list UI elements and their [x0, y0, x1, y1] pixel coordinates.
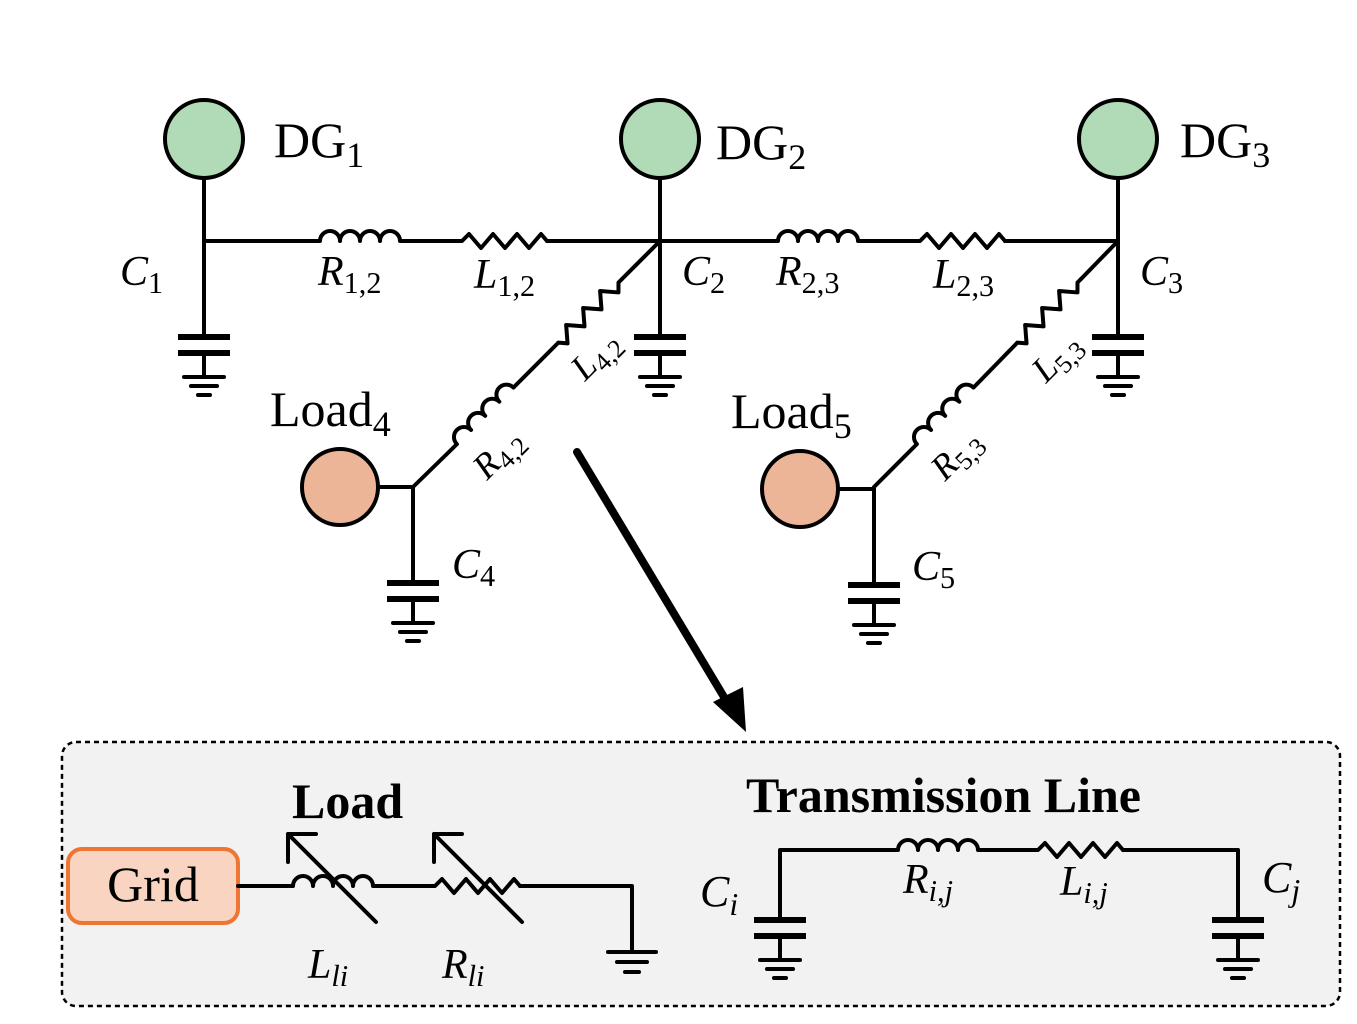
- c4-label: C4: [452, 542, 495, 593]
- capacitor-ground-icon: [178, 239, 230, 395]
- load5-label: Load5: [731, 383, 852, 446]
- load4-label: Load4: [270, 381, 391, 444]
- ci-label: Ci: [700, 867, 738, 922]
- dg3-node: [1077, 98, 1159, 180]
- dg1-node: [163, 98, 245, 180]
- c2-label: C2: [682, 249, 725, 300]
- dg2-node: [619, 98, 701, 180]
- rli-label: Rli: [441, 942, 484, 993]
- grid-label: Grid: [107, 856, 199, 912]
- l23-label: L2,3: [932, 252, 994, 303]
- cj-label: Cj: [1262, 853, 1300, 908]
- resistor-icon: [455, 232, 549, 250]
- inductor-icon: [313, 229, 407, 243]
- c3-label: C3: [1140, 249, 1183, 300]
- branch-5-3: [872, 239, 1120, 489]
- dg2-label: DG2: [716, 114, 806, 177]
- capacitor-ground-icon: [634, 239, 686, 395]
- variable-arrow-icon: [432, 832, 524, 924]
- lij-label: Li,j: [1059, 859, 1108, 910]
- l42-label: L4,2: [562, 322, 632, 392]
- ground-icon: [606, 950, 658, 974]
- resistor-icon: [1012, 274, 1086, 348]
- arrow-head-icon: [713, 687, 746, 732]
- dg1-label: DG1: [274, 112, 364, 175]
- c5-label: C5: [912, 544, 955, 595]
- capacitor-ground-icon: [848, 487, 900, 643]
- variable-arrow-icon: [286, 832, 378, 924]
- resistor-icon: [553, 274, 627, 348]
- load4-node: [300, 447, 380, 527]
- detail-inset-box: [60, 740, 1342, 1008]
- branch-4-2: [411, 239, 662, 489]
- r42-label: R4,2: [464, 420, 535, 491]
- r53-label: R5,3: [922, 421, 993, 492]
- c1-label: C1: [120, 249, 163, 300]
- dg3-label: DG3: [1180, 112, 1270, 175]
- inductor-icon: [446, 377, 517, 448]
- inductor-icon: [771, 229, 865, 243]
- arrow-icon: [573, 448, 737, 716]
- rij-label: Ri,j: [902, 857, 953, 908]
- capacitor-ground-icon: [387, 485, 439, 641]
- lli-label: Lli: [307, 942, 348, 993]
- resistor-icon: [913, 232, 1007, 250]
- l53-label: L5,3: [1023, 324, 1093, 394]
- transmission-line-title: Transmission Line: [746, 767, 1141, 823]
- r12-label: R1,2: [317, 249, 381, 300]
- capacitor-ground-icon: [1092, 239, 1144, 395]
- l12-label: L1,2: [473, 252, 535, 303]
- load-model-wire: [518, 884, 634, 954]
- load-model-title: Load: [292, 773, 403, 829]
- load5-node: [760, 449, 840, 529]
- r23-label: R2,3: [775, 249, 839, 300]
